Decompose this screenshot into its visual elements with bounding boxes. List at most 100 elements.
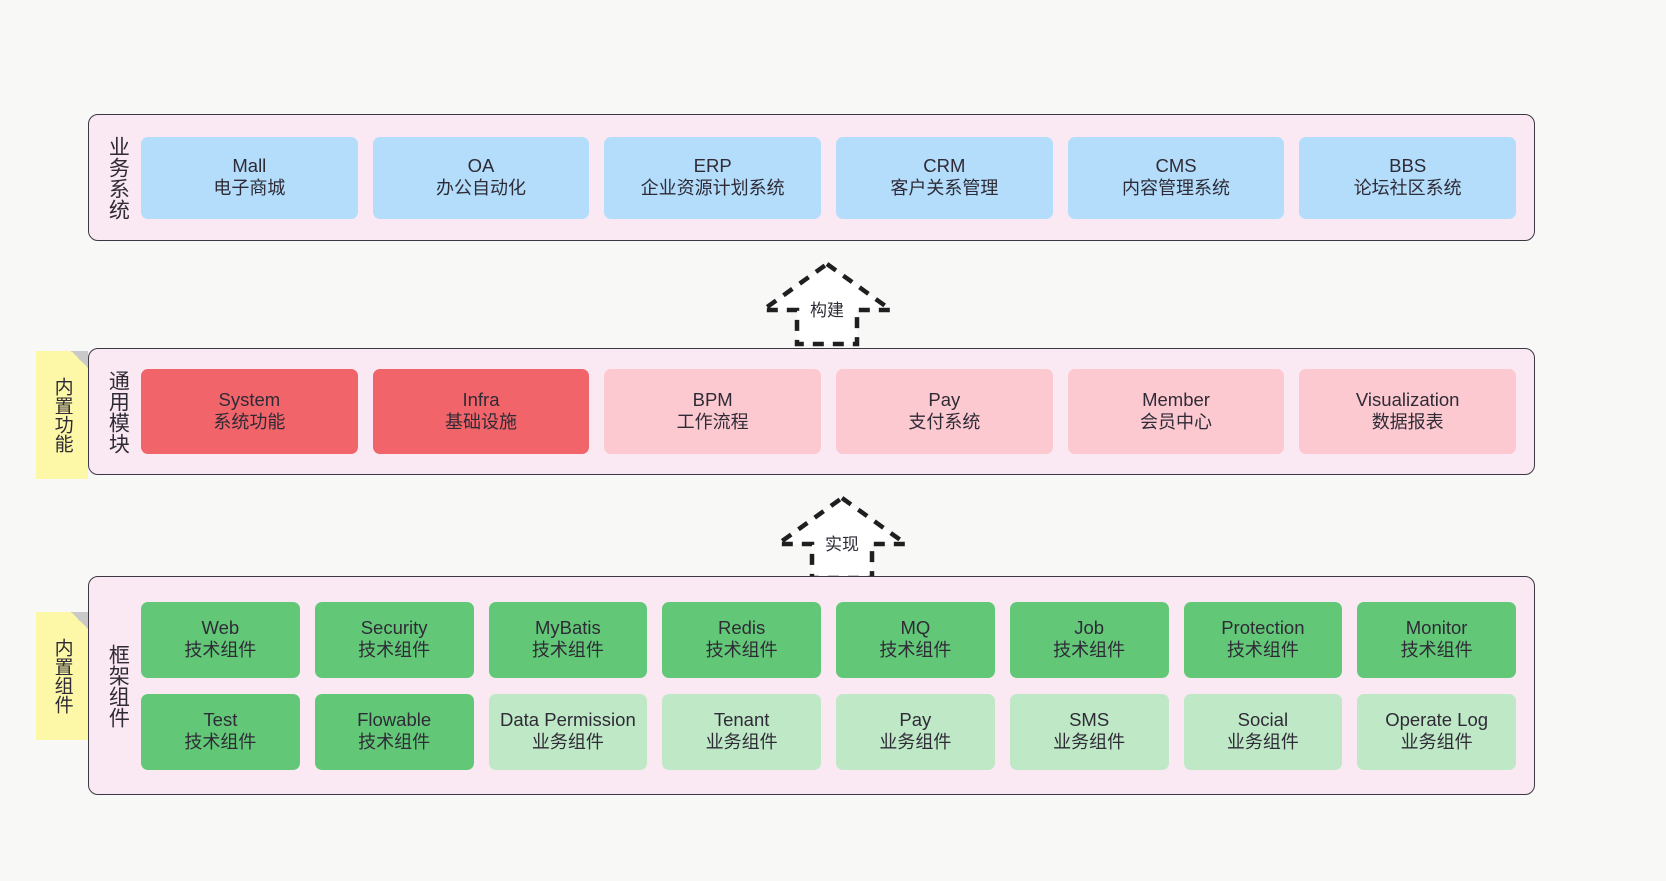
framework-component-row-tech: Web 技术组件 Security 技术组件 MyBatis 技术组件 Redi…: [141, 601, 1516, 678]
card-bbs[interactable]: BBS 论坛社区系统: [1299, 136, 1517, 219]
card-subtitle: 业务组件: [879, 731, 952, 752]
card-title: System: [218, 389, 281, 411]
card-title: Security: [360, 617, 428, 639]
card-subtitle: 技术组件: [1053, 639, 1126, 660]
card-title: Visualization: [1355, 389, 1460, 411]
implement-arrow: 实现: [771, 492, 913, 582]
card-pay-component[interactable]: Pay 业务组件: [836, 693, 995, 770]
card-subtitle: 技术组件: [184, 639, 257, 660]
business-system-card-list: Mall 电子商城 OA 办公自动化 ERP 企业资源计划系统 CRM 客户关系…: [133, 115, 1534, 240]
sticky-note-label: 内置组件: [51, 638, 73, 714]
card-crm[interactable]: CRM 客户关系管理: [836, 136, 1053, 219]
card-job[interactable]: Job 技术组件: [1009, 601, 1169, 678]
sticky-note-builtin-features: 内置功能: [36, 351, 88, 479]
card-title: Pay: [928, 389, 961, 411]
card-web[interactable]: Web 技术组件: [141, 601, 300, 678]
card-subtitle: 数据报表: [1371, 411, 1444, 432]
card-title: Operate Log: [1385, 709, 1489, 731]
card-title: Mall: [232, 155, 267, 177]
card-cms[interactable]: CMS 内容管理系统: [1067, 136, 1285, 219]
card-title: CRM: [923, 155, 966, 177]
card-pay-module[interactable]: Pay 支付系统: [836, 369, 1053, 454]
card-title: MyBatis: [534, 617, 601, 639]
card-protection[interactable]: Protection 技术组件: [1183, 601, 1343, 678]
card-title: SMS: [1069, 709, 1110, 731]
card-monitor[interactable]: Monitor 技术组件: [1357, 601, 1516, 678]
card-title: ERP: [693, 155, 732, 177]
card-data-permission[interactable]: Data Permission 业务组件: [488, 693, 648, 770]
card-mq[interactable]: MQ 技术组件: [836, 601, 995, 678]
build-arrow: 构建: [756, 258, 898, 348]
card-title: Protection: [1221, 617, 1305, 639]
layer-title-business-systems: 业务系统: [106, 135, 130, 220]
build-arrow-shape: [756, 261, 898, 347]
card-subtitle: 业务组件: [1053, 731, 1126, 752]
card-title: BBS: [1389, 155, 1427, 177]
card-subtitle: 基础设施: [445, 411, 517, 432]
card-title: Pay: [899, 709, 932, 731]
card-subtitle: 工作流程: [676, 411, 749, 432]
card-title: BPM: [692, 389, 733, 411]
card-subtitle: 内容管理系统: [1122, 177, 1231, 198]
card-subtitle: 系统功能: [213, 411, 286, 432]
card-subtitle: 技术组件: [1400, 639, 1473, 660]
card-oa[interactable]: OA 办公自动化: [372, 136, 590, 219]
layer-business-systems: 业务系统 Mall 电子商城 OA 办公自动化 ERP 企业资源计划系统 CRM…: [88, 114, 1535, 241]
card-title: Member: [1142, 389, 1210, 411]
layer-title-framework-components: 框架组件: [106, 643, 130, 728]
card-subtitle: 办公自动化: [436, 177, 526, 198]
card-subtitle: 支付系统: [908, 411, 981, 432]
card-tenant[interactable]: Tenant 业务组件: [662, 693, 821, 770]
card-subtitle: 技术组件: [531, 639, 604, 660]
layer-title-common-modules: 通用模块: [106, 369, 130, 454]
card-bpm[interactable]: BPM 工作流程: [604, 369, 822, 454]
card-subtitle: 技术组件: [184, 731, 257, 752]
card-subtitle: 技术组件: [358, 639, 431, 660]
card-subtitle: 技术组件: [1226, 639, 1299, 660]
sticky-note-label: 内置功能: [51, 377, 73, 453]
card-mall[interactable]: Mall 电子商城: [141, 136, 358, 219]
card-system[interactable]: System 系统功能: [141, 369, 358, 454]
card-social[interactable]: Social 业务组件: [1183, 693, 1343, 770]
framework-component-grid: Web 技术组件 Security 技术组件 MyBatis 技术组件 Redi…: [133, 577, 1534, 794]
card-title: Data Permission: [500, 709, 636, 731]
card-subtitle: 电子商城: [213, 177, 286, 198]
card-title: OA: [467, 155, 495, 177]
card-subtitle: 业务组件: [1226, 731, 1299, 752]
card-subtitle: 业务组件: [705, 731, 778, 752]
card-infra[interactable]: Infra 基础设施: [372, 369, 590, 454]
card-title: Test: [203, 709, 238, 731]
card-subtitle: 技术组件: [879, 639, 952, 660]
card-member[interactable]: Member 会员中心: [1067, 369, 1285, 454]
card-flowable[interactable]: Flowable 技术组件: [314, 693, 474, 770]
card-erp[interactable]: ERP 企业资源计划系统: [604, 136, 822, 219]
card-title: Monitor: [1405, 617, 1468, 639]
card-subtitle: 业务组件: [531, 731, 604, 752]
card-title: Tenant: [713, 709, 770, 731]
common-module-card-list: System 系统功能 Infra 基础设施 BPM 工作流程 Pay 支付系统…: [133, 349, 1534, 474]
sticky-note-builtin-components: 内置组件: [36, 612, 88, 740]
card-title: Infra: [462, 389, 500, 411]
implement-arrow-label: 实现: [825, 535, 859, 554]
card-title: Web: [201, 617, 240, 639]
card-sms[interactable]: SMS 业务组件: [1009, 693, 1169, 770]
card-subtitle: 论坛社区系统: [1353, 177, 1462, 198]
implement-arrow-shape: [771, 495, 913, 581]
card-subtitle: 企业资源计划系统: [640, 177, 785, 198]
card-title: MQ: [900, 617, 931, 639]
card-operate-log[interactable]: Operate Log 业务组件: [1357, 693, 1516, 770]
card-mybatis[interactable]: MyBatis 技术组件: [488, 601, 648, 678]
card-title: Job: [1074, 617, 1105, 639]
card-security[interactable]: Security 技术组件: [314, 601, 474, 678]
card-subtitle: 业务组件: [1400, 731, 1473, 752]
card-title: Flowable: [357, 709, 432, 731]
build-arrow-label: 构建: [810, 301, 844, 320]
card-test[interactable]: Test 技术组件: [141, 693, 300, 770]
layer-common-modules: 通用模块 System 系统功能 Infra 基础设施 BPM 工作流程 Pay…: [88, 348, 1535, 475]
card-title: Redis: [717, 617, 766, 639]
card-redis[interactable]: Redis 技术组件: [662, 601, 821, 678]
card-subtitle: 技术组件: [705, 639, 778, 660]
card-subtitle: 会员中心: [1140, 411, 1213, 432]
card-visualization[interactable]: Visualization 数据报表: [1299, 369, 1517, 454]
